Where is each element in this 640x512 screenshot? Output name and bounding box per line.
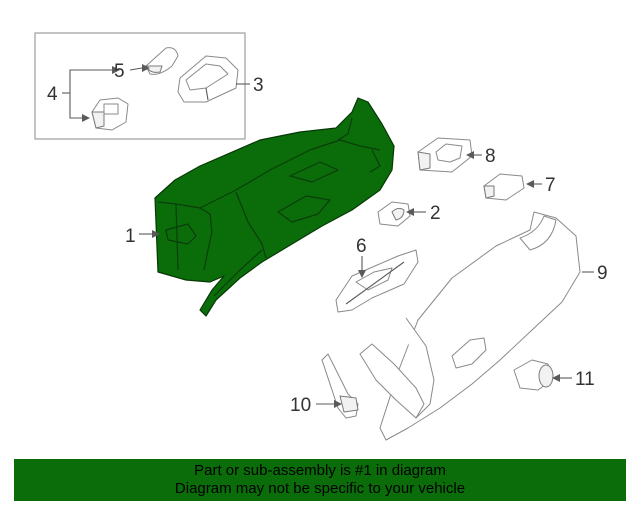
part-9-door-panel[interactable] (359, 211, 581, 441)
inset-frame (34, 32, 246, 140)
callout-1: 1 (125, 226, 136, 247)
callout-2: 2 (430, 203, 441, 224)
part-10-damper[interactable] (321, 353, 359, 419)
part-5-bulb[interactable] (145, 47, 179, 75)
part-11-bumper[interactable] (513, 359, 554, 391)
callout-8: 8 (485, 146, 496, 167)
parts-diagram: 1 2 3 4 5 6 7 8 9 10 11 (34, 32, 608, 441)
callout-numbers: 1 2 3 4 5 6 7 8 9 10 11 (47, 61, 608, 416)
part-6-latch[interactable] (335, 249, 419, 313)
callout-11: 11 (575, 369, 595, 390)
part-7-clip[interactable] (483, 173, 525, 201)
callout-10: 10 (290, 395, 311, 416)
callout-leaders (62, 64, 594, 408)
part-4-connector[interactable] (91, 97, 129, 131)
callout-4: 4 (47, 84, 58, 105)
callout-7: 7 (545, 175, 556, 196)
banner-line-2: Diagram may not be specific to your vehi… (174, 480, 466, 497)
part-8-bracket[interactable] (417, 137, 473, 173)
part-1-glove-box[interactable] (154, 97, 395, 317)
callout-5: 5 (114, 61, 125, 82)
callout-6: 6 (356, 236, 367, 257)
callout-9: 9 (597, 263, 608, 284)
callout-3: 3 (253, 75, 264, 96)
part-3-lamp-housing[interactable] (177, 55, 239, 103)
part-2-switch[interactable] (377, 201, 411, 227)
info-banner: Part or sub-assembly is #1 in diagram Di… (14, 459, 626, 501)
banner-line-1: Part or sub-assembly is #1 in diagram (194, 462, 446, 479)
